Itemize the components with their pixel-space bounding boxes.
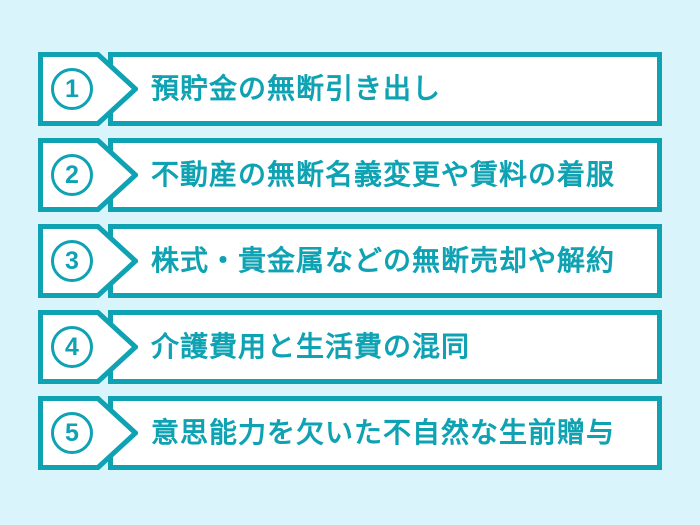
item-label: 預貯金の無断引き出し [151, 73, 442, 104]
list-item: 介護費用と生活費の混同 4 [38, 310, 662, 384]
step-number: 1 [65, 74, 79, 103]
step-number-badge: 4 [51, 326, 93, 368]
step-number: 3 [65, 246, 79, 275]
step-number-badge: 1 [51, 68, 93, 110]
list-item: 預貯金の無断引き出し 1 [38, 52, 662, 126]
step-number-badge: 3 [51, 240, 93, 282]
item-box: 預貯金の無断引き出し [108, 52, 662, 126]
step-number-badge: 2 [51, 154, 93, 196]
item-box: 株式・貴金属などの無断売却や解約 [108, 224, 662, 298]
step-number: 2 [65, 160, 79, 189]
item-label: 介護費用と生活費の混同 [151, 331, 471, 362]
list-item: 不動産の無断名義変更や賃料の着服 2 [38, 138, 662, 212]
item-label: 意思能力を欠いた不自然な生前贈与 [151, 417, 616, 448]
item-box: 不動産の無断名義変更や賃料の着服 [108, 138, 662, 212]
step-number: 4 [65, 332, 79, 361]
item-box: 意思能力を欠いた不自然な生前贈与 [108, 396, 662, 470]
list-item: 株式・貴金属などの無断売却や解約 3 [38, 224, 662, 298]
item-label: 不動産の無断名義変更や賃料の着服 [151, 159, 616, 190]
numbered-point-list: 預貯金の無断引き出し 1 不動産の無断名義変更や賃料の着服 2 株式・貴金属など… [38, 52, 662, 470]
step-number: 5 [65, 418, 79, 447]
item-label: 株式・貴金属などの無断売却や解約 [151, 245, 616, 276]
list-item: 意思能力を欠いた不自然な生前贈与 5 [38, 396, 662, 470]
item-box: 介護費用と生活費の混同 [108, 310, 662, 384]
step-number-badge: 5 [51, 412, 93, 454]
